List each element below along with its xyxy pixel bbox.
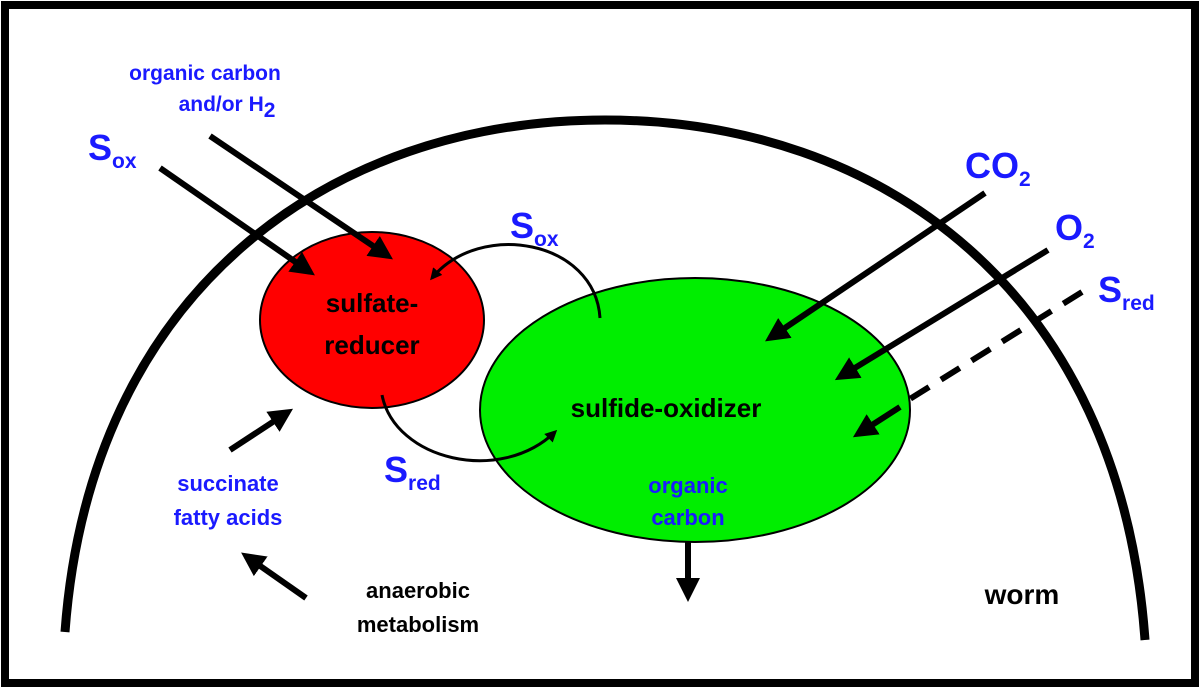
co2-label: CO2 (965, 145, 1031, 191)
sulfate-reducer-cell (259, 231, 485, 409)
succinate-label: succinate (177, 471, 279, 496)
sred-input-arrow (852, 404, 902, 438)
organic-carbon-input-label-line2: and/or H2 (179, 93, 276, 122)
sred-exchange-arrow (380, 394, 558, 463)
organic-carbon-input-label-line1: organic carbon (129, 62, 281, 85)
o2-input-arrow (834, 247, 1050, 381)
organic-carbon-input-arrow (208, 133, 393, 260)
sox-left-label: Sox (88, 127, 137, 173)
sulfate-reducer-label-line1: sulfate- (326, 288, 418, 318)
sulfide-oxidizer-label: sulfide-oxidizer (571, 393, 762, 423)
sulfide-oxidizer-cell (479, 277, 911, 543)
sred-exchange-label: Sred (384, 449, 441, 495)
sox-exchange-label: Sox (510, 205, 559, 251)
worm-label: worm (984, 579, 1060, 610)
sred-right-label: Sred (1098, 269, 1155, 315)
succinate-to-reducer-arrow (228, 408, 294, 453)
organic-carbon-output-label-line2: carbon (651, 505, 724, 530)
o2-label: O2 (1055, 207, 1095, 253)
anaerobic-to-succinate-arrow (241, 552, 308, 601)
co2-input-arrow (765, 190, 987, 342)
organic-carbon-output-label-line1: organic (648, 473, 727, 498)
worm-body-outline (60, 115, 1150, 641)
anaerobic-label-line1: anaerobic (366, 578, 470, 603)
sox-exchange-arrow (430, 243, 602, 319)
fatty-acids-label: fatty acids (174, 505, 283, 530)
anaerobic-label-line2: metabolism (357, 612, 479, 637)
sulfate-reducer-label-line2: reducer (324, 330, 419, 360)
sox-input-arrow (158, 165, 315, 276)
